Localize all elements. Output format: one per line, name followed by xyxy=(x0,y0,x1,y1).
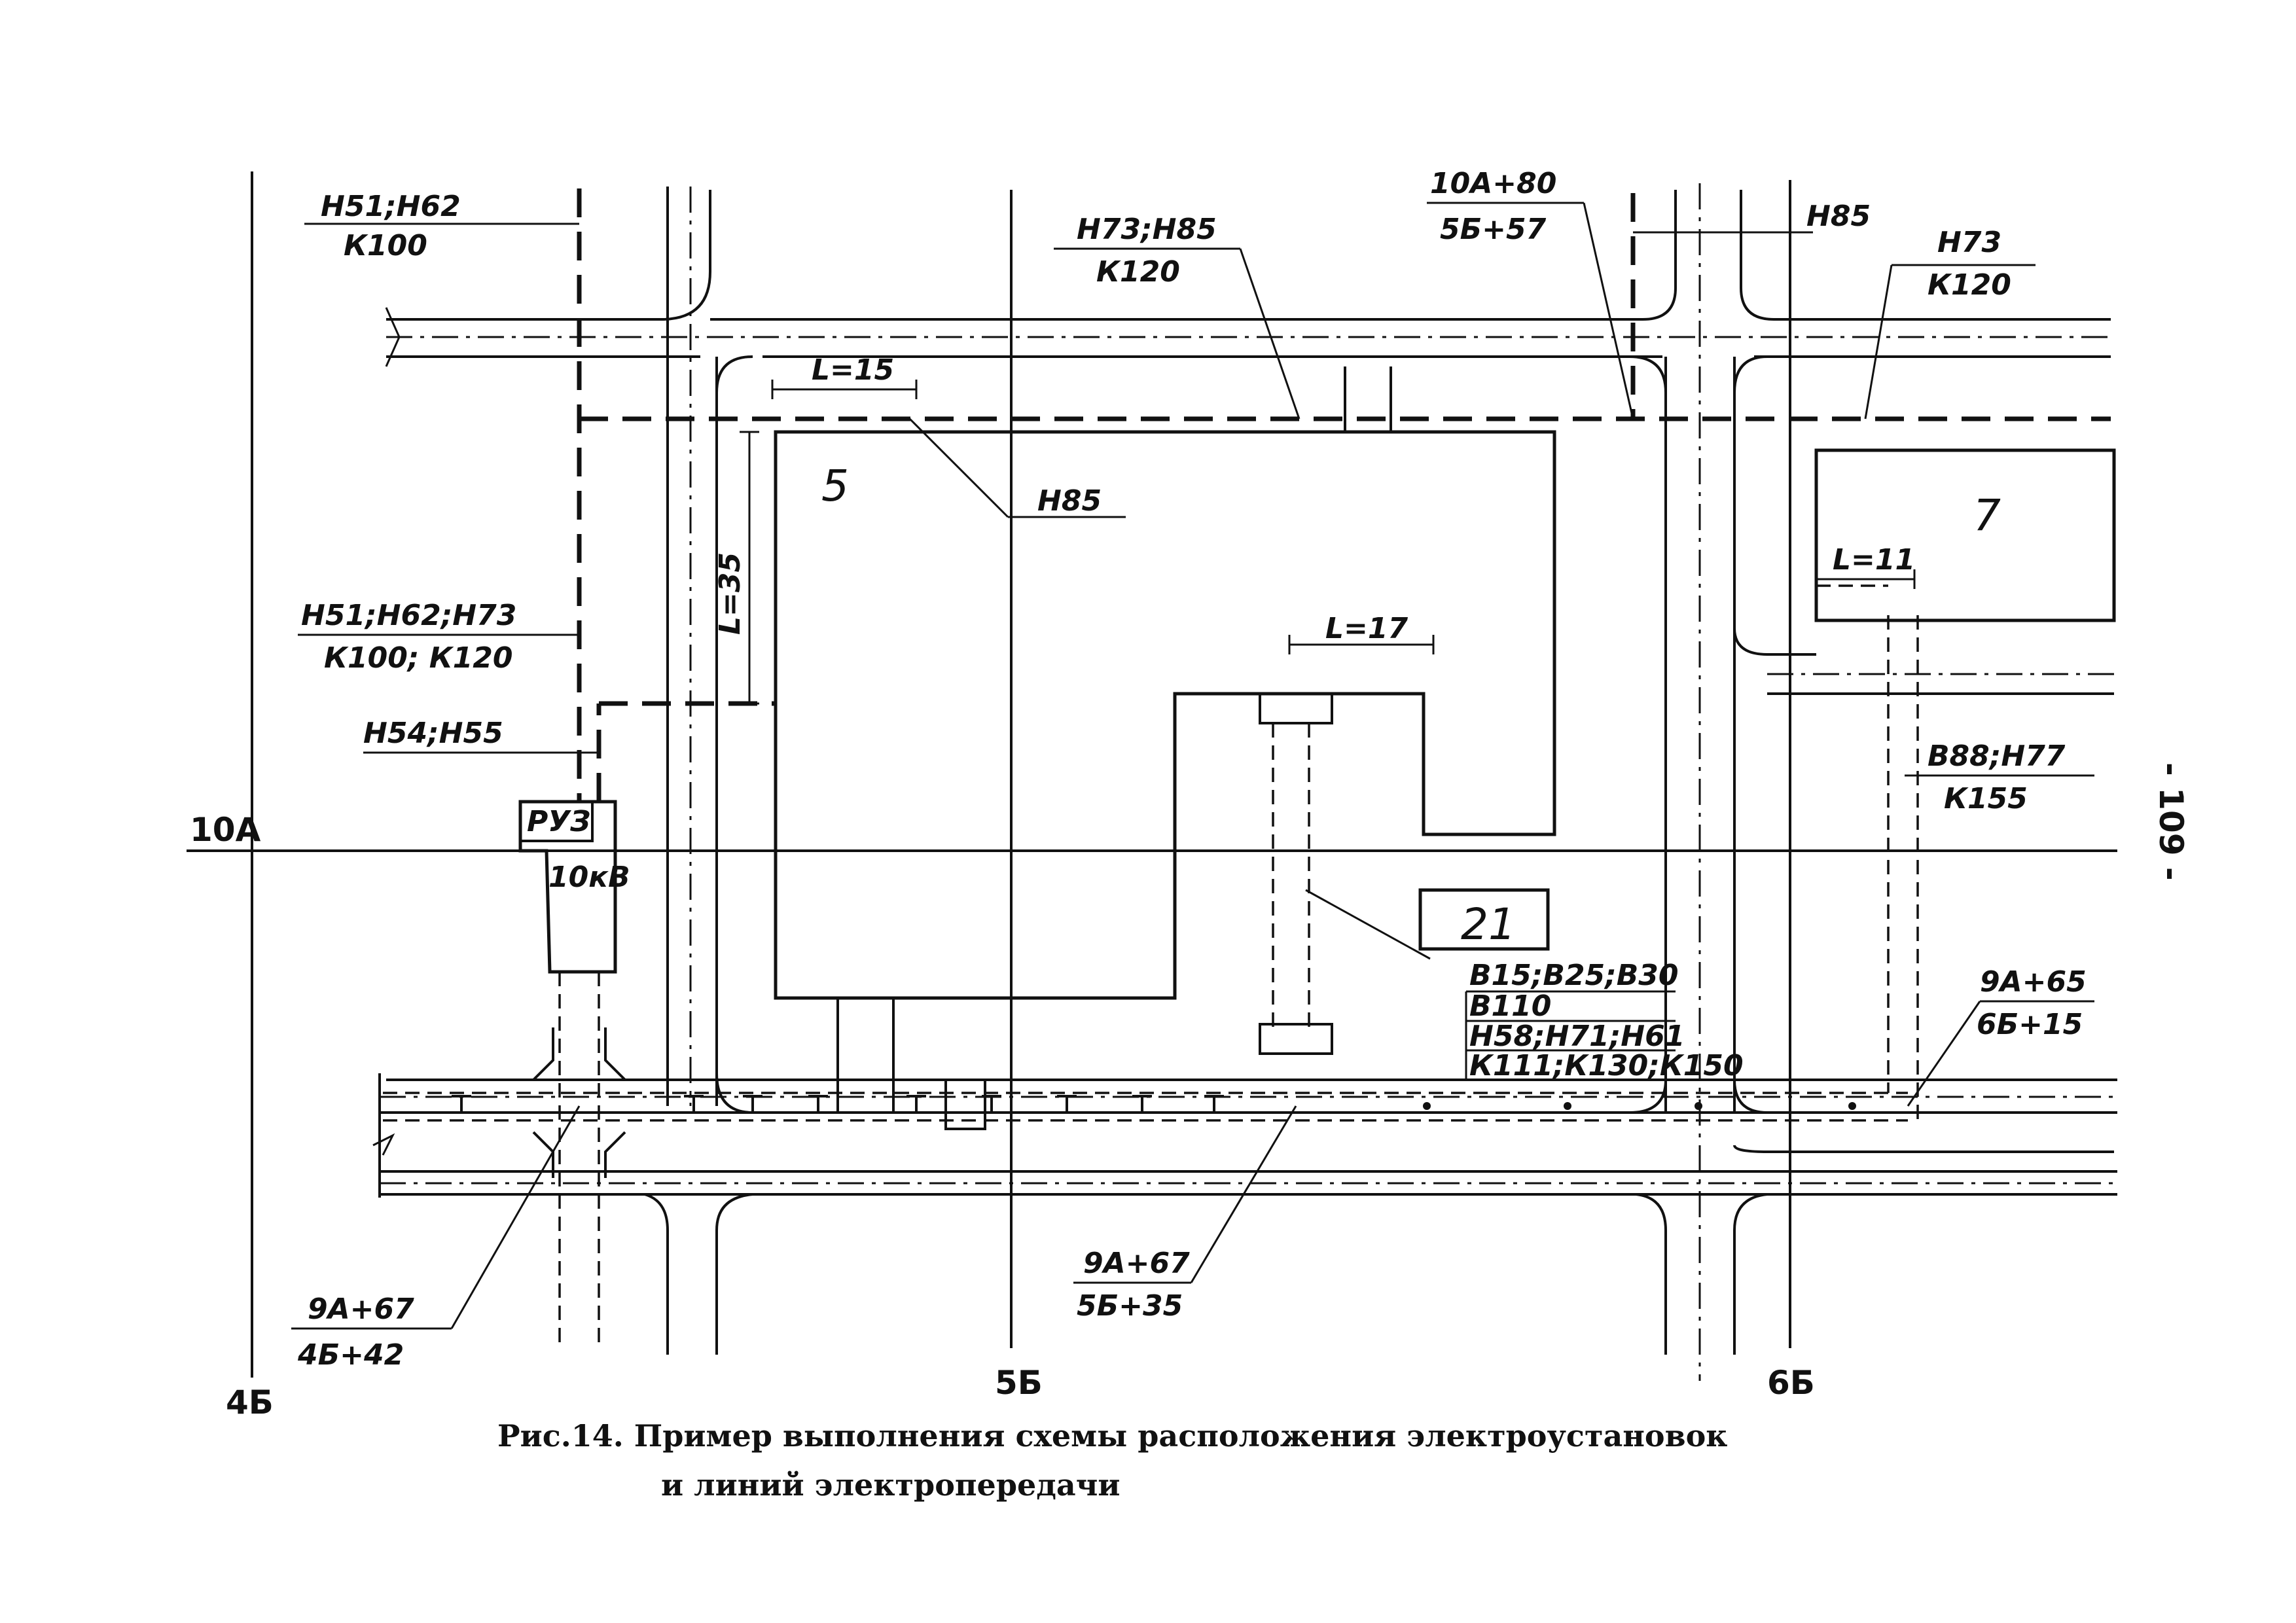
building-21-outline xyxy=(1418,888,1550,951)
callout-stake-5b57: 5Б+57 xyxy=(1440,213,1547,246)
building-21-label: 21 xyxy=(1461,899,1516,950)
callout-b21-cable-line4: К111;К130;К150 xyxy=(1469,1049,1744,1082)
dimension-labels: L=15 L=35 L=17 L=11 xyxy=(713,353,1915,645)
callout-left-mid-line2: К100; К120 xyxy=(324,641,513,675)
axis-label-5b: 5Б xyxy=(995,1364,1043,1402)
building-7-label: 7 xyxy=(1973,490,2001,541)
substation-voltage: 10кВ xyxy=(548,861,630,894)
dimension-l15: L=15 xyxy=(812,353,894,387)
road-network xyxy=(372,183,2117,1381)
callout-b5-h85: Н85 xyxy=(1037,484,1102,518)
callout-far-right-line2: К120 xyxy=(1928,268,2011,302)
building-7-outline xyxy=(1814,448,2116,622)
callout-labels: Н51;Н62 К100 Н73;Н85 К120 10А+80 5Б+57 Н… xyxy=(297,167,2087,1372)
callout-stake-9a67-left: 9А+67 xyxy=(308,1293,414,1326)
leader-lines xyxy=(291,202,2094,1330)
callout-stake-5b35: 5Б+35 xyxy=(1077,1289,1183,1323)
buildings: 5 7 21 xyxy=(774,366,2116,1113)
caption-line1: Рис.14. Пример выполнения схемы располож… xyxy=(497,1418,1727,1454)
axis-labels: 10А 4Б 5Б 6Б xyxy=(190,811,1815,1421)
dimension-l17: L=17 xyxy=(1325,612,1408,645)
callout-mid-top-line1: Н73;Н85 xyxy=(1077,213,1217,246)
callout-b21-cable-line2: В110 xyxy=(1469,990,1551,1023)
dimension-l35: L=35 xyxy=(713,552,747,635)
page-number: - 109 - xyxy=(2152,762,2190,881)
substation-name: РУЗ xyxy=(527,805,590,838)
figure-caption: Рис.14. Пример выполнения схемы располож… xyxy=(497,1418,1727,1503)
caption-line2: и линий электропередачи xyxy=(661,1467,1121,1503)
callout-left-mid-line1: Н51;Н62;Н73 xyxy=(301,599,516,632)
callout-stake-10a80: 10А+80 xyxy=(1430,167,1556,200)
callout-b21-cable-line1: В15;В25;В30 xyxy=(1469,959,1679,992)
callout-b21-cable-line3: Н58;Н71;Н61 xyxy=(1469,1020,1685,1053)
callout-stake-9a67-mid: 9А+67 xyxy=(1083,1247,1190,1280)
callout-left-h54: Н54;Н55 xyxy=(363,717,503,750)
callout-right-b88-line1: В88;Н77 xyxy=(1928,740,2066,773)
substation: РУЗ 10кВ xyxy=(518,800,630,974)
callout-right-b88-line2: К155 xyxy=(1944,782,2028,815)
building-5-outline xyxy=(774,430,1556,1000)
axis-label-6b: 6Б xyxy=(1767,1364,1815,1402)
callout-stake-6b15: 6Б+15 xyxy=(1977,1008,2083,1041)
callout-top-left-line1: Н51;Н62 xyxy=(321,190,461,223)
axis-grid xyxy=(187,171,2117,1378)
axis-label-10a: 10А xyxy=(190,811,261,849)
dimension-lines xyxy=(740,380,1916,705)
axis-label-4b: 4Б xyxy=(226,1383,274,1421)
cable-markers xyxy=(452,1079,1856,1130)
building-5-label: 5 xyxy=(821,461,849,511)
cable-routes xyxy=(383,188,2111,1348)
callout-mid-top-line2: К120 xyxy=(1096,255,1180,289)
substation-outline xyxy=(518,800,617,974)
callout-far-right-line1: Н73 xyxy=(1937,226,2001,259)
callout-stake-4b42: 4Б+42 xyxy=(297,1338,404,1372)
dimension-l11: L=11 xyxy=(1833,543,1915,577)
callout-top-right-h85: Н85 xyxy=(1806,200,1871,233)
callout-top-left-line2: К100 xyxy=(344,229,427,262)
callout-stake-9a65: 9А+65 xyxy=(1980,965,2087,999)
